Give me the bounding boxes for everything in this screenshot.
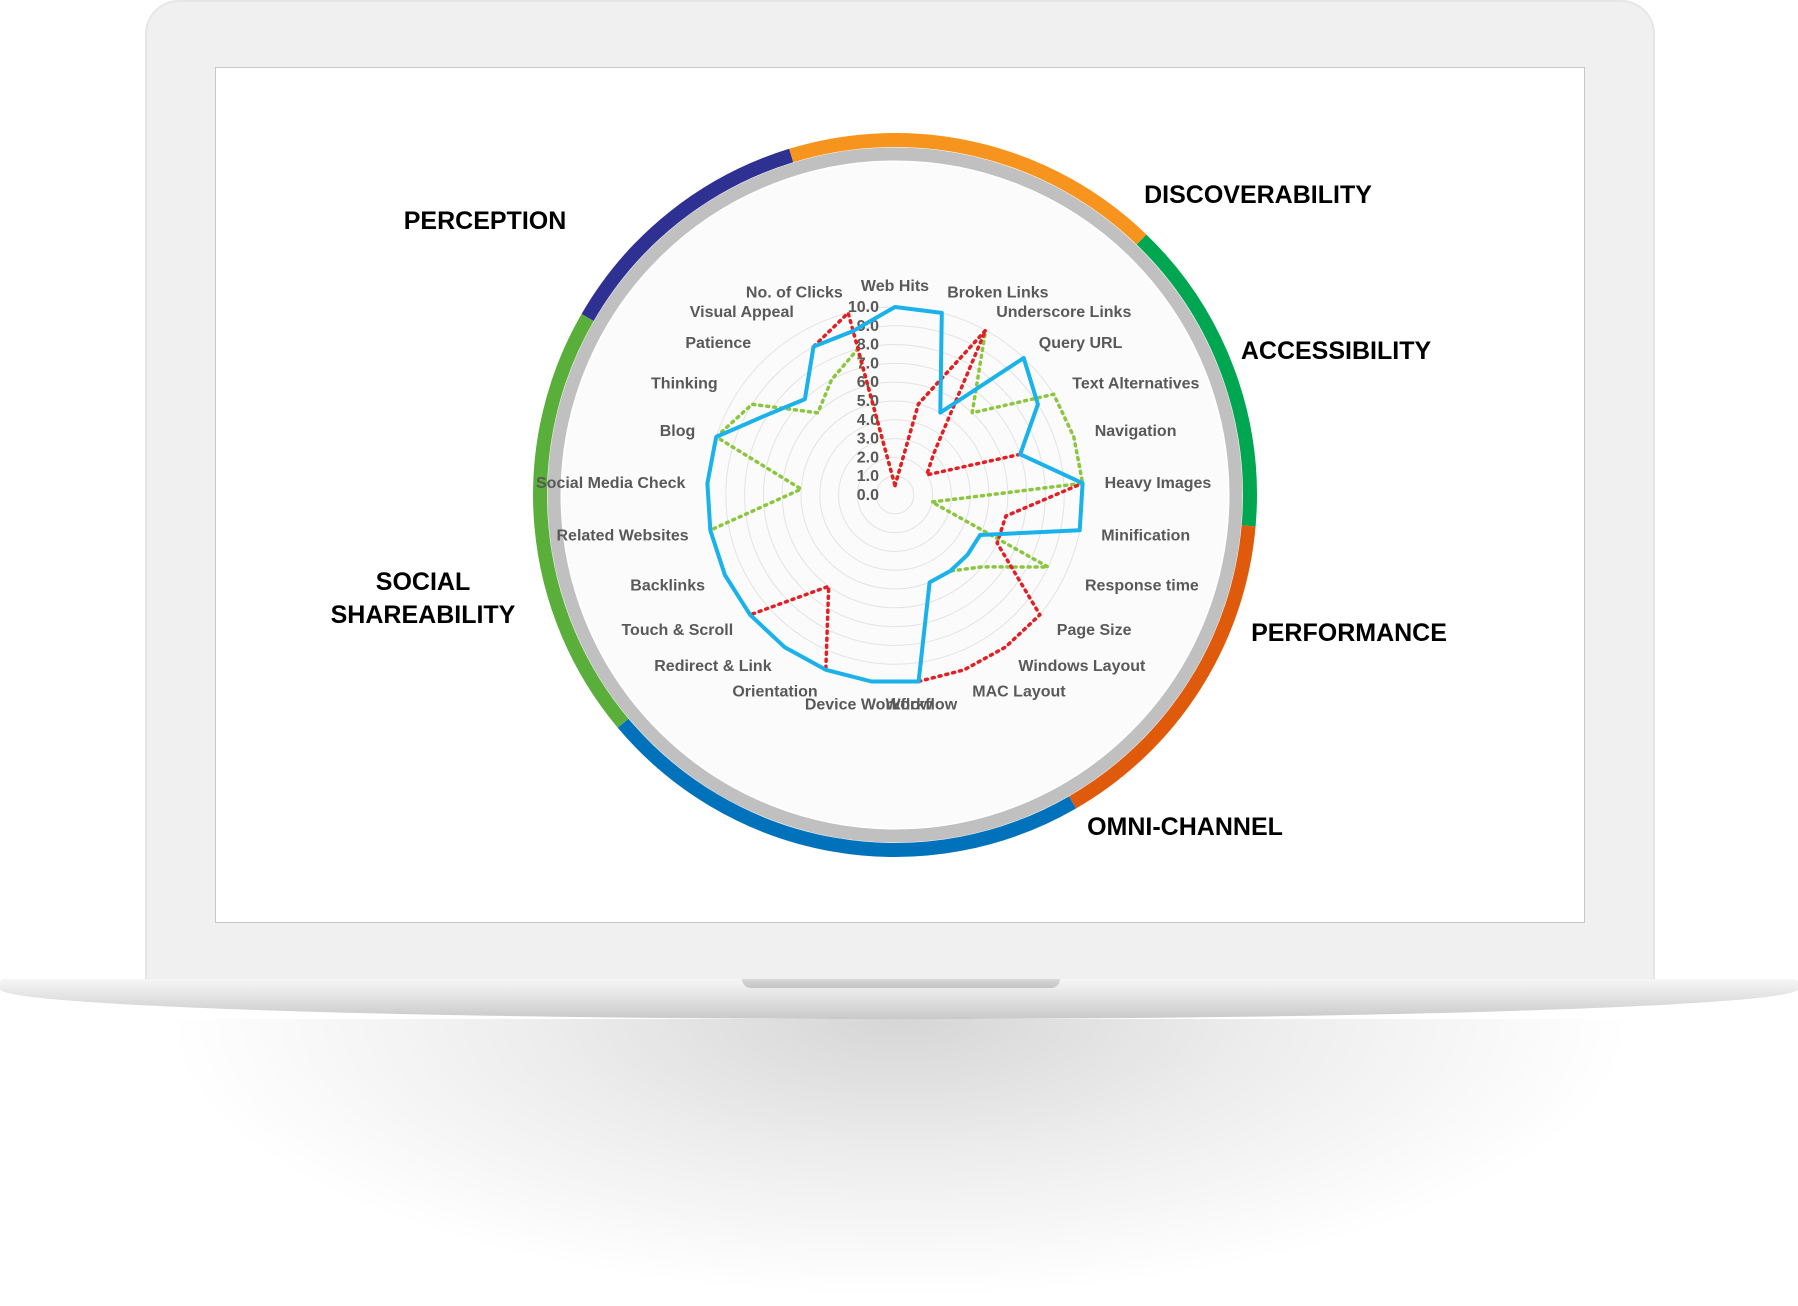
axis-label: Heavy Images [1105, 475, 1212, 492]
perception-label: PERCEPTION [404, 207, 567, 235]
axis-label: Navigation [1095, 423, 1177, 440]
axis-label: Blog [660, 423, 696, 440]
axis-label: No. of Clicks [746, 285, 843, 302]
axis-label: Response time [1085, 577, 1199, 594]
axis-label: Social Media Check [536, 475, 685, 492]
tick-label: 5.0 [857, 393, 879, 410]
tick-label: 8.0 [857, 337, 879, 354]
plot-background [562, 162, 1228, 828]
grid-circle [762, 362, 1028, 628]
grid-circle [781, 381, 1009, 609]
axis-label: Visual Appeal [690, 304, 794, 321]
axis-label: Workflow [885, 696, 957, 713]
tick-label: 9.0 [857, 318, 879, 335]
tick-label: 4.0 [857, 412, 879, 429]
axis-label: Broken Links [947, 285, 1048, 302]
performance-arc [1068, 525, 1256, 809]
grid-circle [725, 325, 1065, 665]
tick-label: 3.0 [857, 431, 879, 448]
omni-channel-label: OMNI-CHANNEL [1087, 813, 1283, 841]
social-label-line2: SHAREABILITY [331, 601, 516, 629]
radar-tick-labels: 0.01.02.03.04.05.06.07.08.09.010.0 [848, 299, 879, 504]
axis-label: MAC Layout [972, 683, 1066, 700]
laptop-shadow [160, 1019, 1640, 1299]
discoverability-arc [789, 132, 1147, 245]
axis-label: Windows Layout [1018, 658, 1146, 675]
perception-arc [581, 148, 794, 322]
accessibility-arc [1136, 234, 1257, 527]
axis-label: Page Size [1057, 622, 1132, 639]
grid-circle [838, 438, 952, 552]
laptop-notch [742, 979, 1060, 988]
grid-circle [744, 344, 1046, 646]
grid-circle [875, 475, 915, 515]
axis-label: Touch & Scroll [621, 622, 733, 639]
social-shareability-arc [533, 314, 629, 728]
tick-label: 1.0 [857, 468, 879, 485]
tick-label: 10.0 [848, 299, 879, 316]
axis-label: Device Workflow [805, 696, 933, 713]
axis-label: Query URL [1039, 335, 1123, 352]
discoverability-label: DISCOVERABILITY [1144, 181, 1372, 209]
axis-label: Underscore Links [996, 304, 1131, 321]
axis-label: Backlinks [630, 577, 705, 594]
axis-label: Related Websites [556, 527, 688, 544]
grid-circle [819, 419, 971, 571]
radar-series [705, 305, 1085, 684]
inner-grey-ring [547, 147, 1243, 843]
axis-label: Thinking [651, 376, 718, 393]
omni-channel-arc [617, 718, 1076, 857]
axis-label: Web Hits [861, 278, 929, 295]
series-1-line [705, 305, 1085, 684]
category-ring [533, 132, 1257, 857]
axis-label: Patience [685, 335, 751, 352]
axis-label: Orientation [732, 683, 817, 700]
axis-label: Minification [1101, 527, 1190, 544]
tick-label: 0.0 [857, 487, 879, 504]
grid-circle [856, 456, 934, 534]
performance-label: PERFORMANCE [1251, 619, 1447, 647]
tick-label: 2.0 [857, 449, 879, 466]
axis-label: Text Alternatives [1072, 376, 1199, 393]
accessibility-label: ACCESSIBILITY [1241, 337, 1432, 365]
axis-label: Redirect & Link [654, 658, 771, 675]
social-label-line1: SOCIAL [376, 568, 470, 596]
